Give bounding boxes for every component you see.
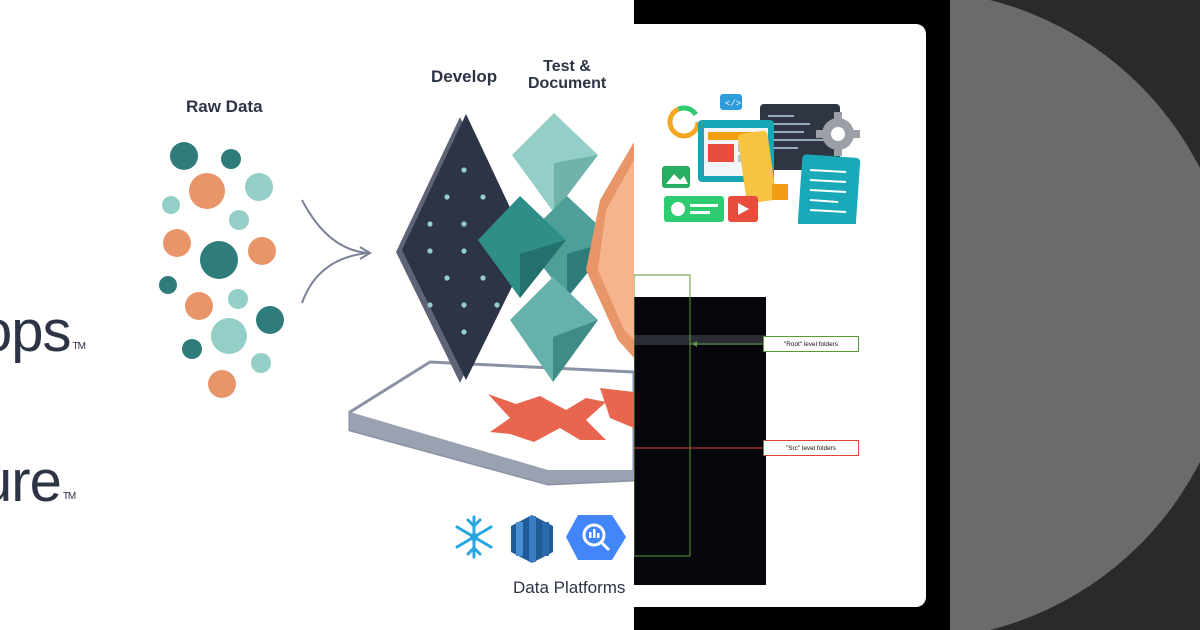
content-card: </>	[634, 24, 926, 607]
raw-data-dots	[159, 142, 284, 398]
folder-tree-screenshot	[634, 297, 766, 585]
test-label-line-1: Test &	[543, 58, 591, 75]
decorative-circle-panel	[950, 0, 1200, 630]
document-icon	[797, 154, 861, 224]
code-window-icon: </>	[720, 94, 742, 110]
selected-row-highlight	[634, 335, 766, 345]
svg-text:</>: </>	[725, 99, 741, 109]
user-card-icon	[664, 196, 724, 222]
gear-icon	[816, 112, 860, 156]
trademark-mark: TM	[72, 341, 86, 352]
tablet-shape	[737, 130, 777, 204]
data-platforms-label: Data Platforms	[513, 578, 626, 597]
develop-label: Develop	[431, 67, 498, 86]
workflow-illustration	[159, 113, 634, 563]
snowflake-icon	[455, 515, 493, 559]
donut-chart-icon	[667, 105, 701, 139]
raw-data-label: Raw Data	[186, 97, 263, 116]
code-editor-window	[760, 104, 840, 170]
deploy-shape	[586, 142, 634, 358]
brand-text-line-2: ureTM	[0, 449, 76, 514]
bigquery-icon	[566, 515, 626, 560]
root-folders-callout: "Root" level folders	[763, 336, 859, 352]
src-folders-callout: "Src" level folders	[763, 440, 859, 456]
dbt-logo-icon	[488, 394, 606, 442]
play-button-icon	[728, 196, 758, 222]
develop-diamond	[396, 114, 530, 383]
folder-structure-panel: </>	[634, 0, 950, 630]
dbt-workflow-panel: opsTM ureTM Raw Data Develop Test & Docu…	[0, 58, 634, 597]
test-cubes	[478, 113, 614, 382]
platform-base	[348, 360, 634, 486]
large-circle-shape	[950, 0, 1200, 630]
redshift-icon	[511, 515, 553, 563]
image-icon	[662, 166, 690, 188]
trademark-mark: TM	[62, 491, 76, 502]
test-label-line-2: Document	[528, 75, 607, 92]
flow-arrow-icon	[301, 199, 372, 304]
test-document-label: Test & Document	[528, 58, 606, 92]
brand-text-line-1: opsTM	[0, 299, 86, 364]
web-dev-illustration: </>	[662, 94, 861, 224]
